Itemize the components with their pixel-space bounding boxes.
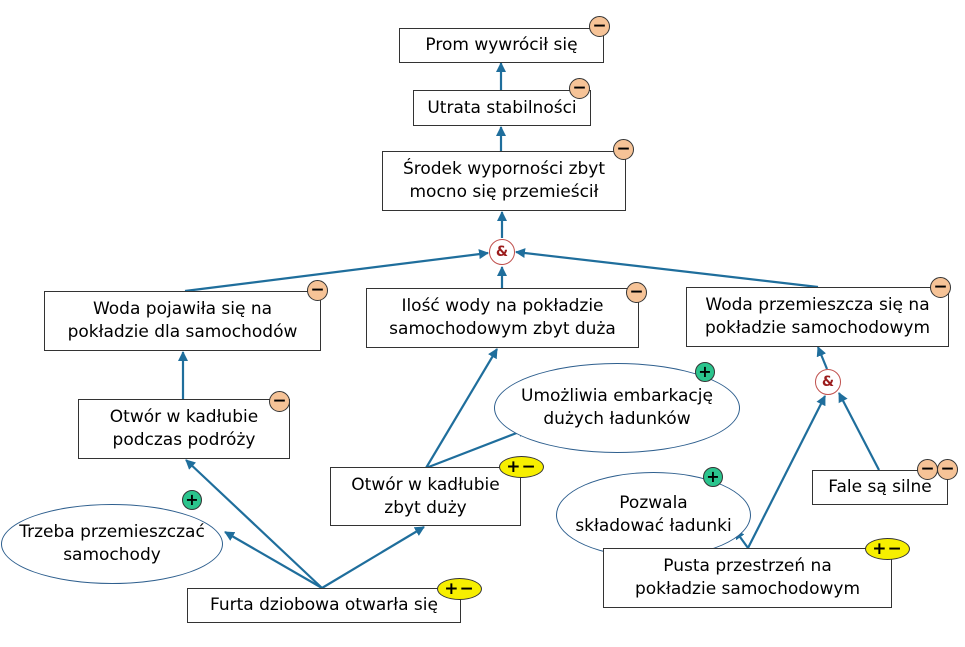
minus-badge: −	[307, 280, 328, 301]
oval-pozwala-skladowac: Pozwala składować ładunki	[556, 472, 751, 558]
node-srodek-wypornosci: Środek wyporności zbyt mocno się przemie…	[382, 151, 626, 211]
node-woda-pojawila: Woda pojawiła się na pokładzie dla samoc…	[44, 291, 321, 351]
node-furta-dziobowa: Furta dziobowa otwarła się	[187, 588, 461, 623]
and-gate-main: &	[489, 239, 515, 265]
plus-badge: +	[695, 362, 715, 382]
node-ilosc-wody: Ilość wody na pokładzie samochodowym zby…	[366, 288, 639, 348]
arrow-and2-to-woda-przemieszcza	[816, 346, 829, 370]
arrow-woda-pojawila-to-and	[184, 249, 489, 293]
plus-minus-badge: +−	[437, 578, 482, 600]
arrow-otwor-duzy-to-umozliwia	[425, 427, 528, 470]
minus-badge: −	[569, 78, 590, 99]
arrow-furta-to-otwor-duzy	[321, 526, 425, 589]
plus-minus-badge: +−	[499, 456, 544, 478]
minus-badge: −	[626, 282, 647, 303]
node-pusta-przestrzen: Pusta przestrzeń na pokładzie samochodow…	[603, 548, 892, 608]
plus-badge: +	[182, 490, 202, 510]
arrow-otwor-duzy-to-ilosc-wody	[425, 348, 498, 469]
oval-trzeba-przemieszczac: Trzeba przemieszczać samochody	[1, 504, 223, 584]
minus-badge: −	[589, 16, 610, 37]
minus-badge: −	[613, 139, 634, 160]
minus-badge: −	[269, 391, 290, 412]
minus-badge: −	[937, 459, 958, 480]
node-utrata-stabilnosci: Utrata stabilności	[413, 90, 591, 126]
and-gate-water-movement: &	[815, 369, 841, 395]
node-otwor-podczas-podrozy: Otwór w kadłubie podczas podróży	[78, 399, 290, 459]
arrow-fale-to-and2	[838, 392, 880, 471]
plus-badge: +	[703, 467, 723, 487]
arrow-furta-to-otwor-podroz	[185, 459, 323, 589]
node-prom-wywrocil: Prom wywrócił się	[399, 28, 604, 63]
node-woda-przemieszcza: Woda przemieszcza się na pokładzie samoc…	[686, 287, 949, 347]
arrow-pusta-to-and2	[747, 395, 826, 549]
minus-badge: −	[917, 459, 938, 480]
node-otwor-zbyt-duzy: Otwór w kadłubie zbyt duży	[330, 467, 521, 526]
plus-minus-badge: +−	[865, 538, 910, 560]
arrow-furta-to-trzeba	[224, 531, 323, 589]
arrow-woda-przemieszcza-to-and	[515, 248, 819, 289]
minus-badge: −	[930, 277, 951, 298]
